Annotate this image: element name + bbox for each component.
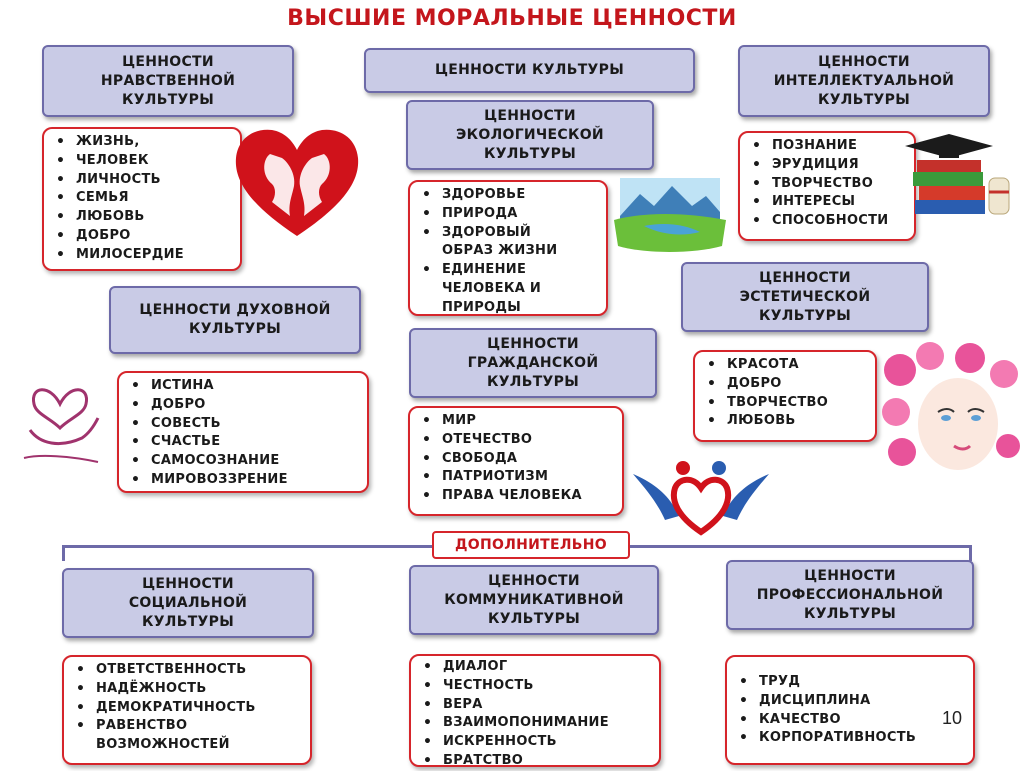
list-item: РАВЕНСТВО ВОЗМОЖНОСТЕЙ xyxy=(76,717,304,755)
list-item: ВЕРА xyxy=(423,696,653,715)
header-spiritual-label: ЦЕННОСТИ ДУХОВНОЙ КУЛЬТУРЫ xyxy=(139,302,331,337)
list-item: САМОСОЗНАНИЕ xyxy=(131,452,361,471)
additional-label: ДОПОЛНИТЕЛЬНО xyxy=(432,531,630,559)
header-moral: ЦЕННОСТИ НРАВСТВЕННОЙ КУЛЬТУРЫ xyxy=(42,45,294,117)
list-item: СОВЕСТЬ xyxy=(131,415,361,434)
list-item: ТРУД xyxy=(739,673,967,692)
list-item: ЛИЧНОСТЬ xyxy=(56,171,234,190)
list-item: ПАТРИОТИЗМ xyxy=(422,468,616,487)
list-item: МИРОВОЗЗРЕНИЕ xyxy=(131,471,361,490)
list-item: ЗДОРОВЫЙ ОБРАЗ ЖИЗНИ xyxy=(422,224,600,262)
list-item: НАДЁЖНОСТЬ xyxy=(76,680,304,699)
list-item: ПРИРОДА xyxy=(422,205,600,224)
list-item: ЕДИНЕНИЕ ЧЕЛОВЕКА И ПРИРОДЫ xyxy=(422,261,600,317)
list-civic: МИР ОТЕЧЕСТВО СВОБОДА ПАТРИОТИЗМ ПРАВА Ч… xyxy=(408,406,624,516)
list-item: ЧЕЛОВЕК xyxy=(56,152,234,171)
header-communicative: ЦЕННОСТИ КОММУНИКАТИВНОЙ КУЛЬТУРЫ xyxy=(409,565,659,635)
list-item: ЧЕСТНОСТЬ xyxy=(423,677,653,696)
list-item: ЭРУДИЦИЯ xyxy=(752,156,908,175)
header-moral-label: ЦЕННОСТИ НРАВСТВЕННОЙ КУЛЬТУРЫ xyxy=(100,53,236,108)
header-culture-label: ЦЕННОСТИ КУЛЬТУРЫ xyxy=(434,62,625,78)
page-number: 10 xyxy=(942,708,963,728)
list-item: ВЗАИМОПОНИМАНИЕ xyxy=(423,714,653,733)
list-communicative: ДИАЛОГ ЧЕСТНОСТЬ ВЕРА ВЗАИМОПОНИМАНИЕ ИС… xyxy=(409,654,661,771)
list-item: СВОБОДА xyxy=(422,450,616,469)
list-item: КОРПОРАТИВНОСТЬ xyxy=(739,729,967,748)
list-item: ЛЮБОВЬ xyxy=(707,412,869,431)
heart-silhouettes-image xyxy=(235,129,359,236)
list-item: ИНТЕРЕСЫ xyxy=(752,193,908,212)
list-item: МИР xyxy=(422,412,616,431)
good-hands-logo-image xyxy=(23,388,100,463)
civic-hearts-emblem-image xyxy=(633,461,769,536)
list-item: ЖИЗНЬ, xyxy=(56,133,234,152)
list-item: ТВОРЧЕСТВО xyxy=(707,394,869,413)
header-communicative-label: ЦЕННОСТИ КОММУНИКАТИВНОЙ КУЛЬТУРЫ xyxy=(444,572,624,627)
list-item: ДОБРО xyxy=(131,396,361,415)
header-culture: ЦЕННОСТИ КУЛЬТУРЫ xyxy=(364,48,695,93)
list-item: ДЕМОКРАТИЧНОСТЬ xyxy=(76,699,304,718)
list-spiritual: ИСТИНА ДОБРО СОВЕСТЬ СЧАСТЬЕ САМОСОЗНАНИ… xyxy=(117,371,369,493)
list-item: ОТЕЧЕСТВО xyxy=(422,431,616,450)
list-item: ТВОРЧЕСТВО xyxy=(752,175,908,194)
list-item: ДОБРО xyxy=(56,227,234,246)
header-ecological-label: ЦЕННОСТИ ЭКОЛОГИЧЕСКОЙ КУЛЬТУРЫ xyxy=(456,107,604,162)
list-intellectual: ПОЗНАНИЕ ЭРУДИЦИЯ ТВОРЧЕСТВО ИНТЕРЕСЫ СП… xyxy=(738,131,916,241)
list-item: ДОБРО xyxy=(707,375,869,394)
list-moral: ЖИЗНЬ, ЧЕЛОВЕК ЛИЧНОСТЬ СЕМЬЯ ЛЮБОВЬ ДОБ… xyxy=(42,127,242,271)
list-social: ОТВЕТСТВЕННОСТЬ НАДЁЖНОСТЬ ДЕМОКРАТИЧНОС… xyxy=(62,655,312,765)
list-item: ИСКРЕННОСТЬ xyxy=(423,733,653,752)
list-item: КАЧЕСТВО xyxy=(739,711,967,730)
header-ecological: ЦЕННОСТИ ЭКОЛОГИЧЕСКОЙ КУЛЬТУРЫ xyxy=(406,100,654,170)
page-title: ВЫСШИЕ МОРАЛЬНЫЕ ЦЕННОСТИ xyxy=(287,6,737,31)
list-item: ДИСЦИПЛИНА xyxy=(739,692,967,711)
list-item: ПРАВА ЧЕЛОВЕКА xyxy=(422,487,616,506)
nature-landscape-image xyxy=(614,178,726,252)
header-civic-label: ЦЕННОСТИ ГРАЖДАНСКОЙ КУЛЬТУРЫ xyxy=(467,335,599,390)
list-item: КРАСОТА xyxy=(707,356,869,375)
header-intellectual-label: ЦЕННОСТИ ИНТЕЛЛЕКТУАЛЬНОЙ КУЛЬТУРЫ xyxy=(773,53,955,108)
header-civic: ЦЕННОСТИ ГРАЖДАНСКОЙ КУЛЬТУРЫ xyxy=(409,328,657,398)
list-item: ДИАЛОГ xyxy=(423,658,653,677)
list-item: ОТВЕТСТВЕННОСТЬ xyxy=(76,661,304,680)
list-professional: ТРУД ДИСЦИПЛИНА КАЧЕСТВО КОРПОРАТИВНОСТЬ xyxy=(725,655,975,765)
header-social-label: ЦЕННОСТИ СОЦИАЛЬНОЙ КУЛЬТУРЫ xyxy=(128,575,248,630)
header-aesthetic-label: ЦЕННОСТИ ЭСТЕТИЧЕСКОЙ КУЛЬТУРЫ xyxy=(739,269,871,324)
header-social: ЦЕННОСТИ СОЦИАЛЬНОЙ КУЛЬТУРЫ xyxy=(62,568,314,638)
list-item: СЕМЬЯ xyxy=(56,189,234,208)
list-item: МИЛОСЕРДИЕ xyxy=(56,246,234,265)
books-graduation-cap-image xyxy=(905,134,1010,215)
list-item: СЧАСТЬЕ xyxy=(131,433,361,452)
header-intellectual: ЦЕННОСТИ ИНТЕЛЛЕКТУАЛЬНОЙ КУЛЬТУРЫ xyxy=(738,45,990,117)
list-item: БРАТСТВО xyxy=(423,752,653,771)
list-item: ЗДОРОВЬЕ xyxy=(422,186,600,205)
list-item: СПОСОБНОСТИ xyxy=(752,212,908,231)
list-aesthetic: КРАСОТА ДОБРО ТВОРЧЕСТВО ЛЮБОВЬ xyxy=(693,350,877,442)
list-ecological: ЗДОРОВЬЕ ПРИРОДА ЗДОРОВЫЙ ОБРАЗ ЖИЗНИ ЕД… xyxy=(408,180,608,316)
header-professional-label: ЦЕННОСТИ ПРОФЕССИОНАЛЬНОЙ КУЛЬТУРЫ xyxy=(756,567,944,622)
list-item: ЛЮБОВЬ xyxy=(56,208,234,227)
header-spiritual: ЦЕННОСТИ ДУХОВНОЙ КУЛЬТУРЫ xyxy=(109,286,361,354)
header-aesthetic: ЦЕННОСТИ ЭСТЕТИЧЕСКОЙ КУЛЬТУРЫ xyxy=(681,262,929,332)
list-item: ИСТИНА xyxy=(131,377,361,396)
flower-face-image xyxy=(882,342,1020,470)
list-item: ПОЗНАНИЕ xyxy=(752,137,908,156)
header-professional: ЦЕННОСТИ ПРОФЕССИОНАЛЬНОЙ КУЛЬТУРЫ xyxy=(726,560,974,630)
